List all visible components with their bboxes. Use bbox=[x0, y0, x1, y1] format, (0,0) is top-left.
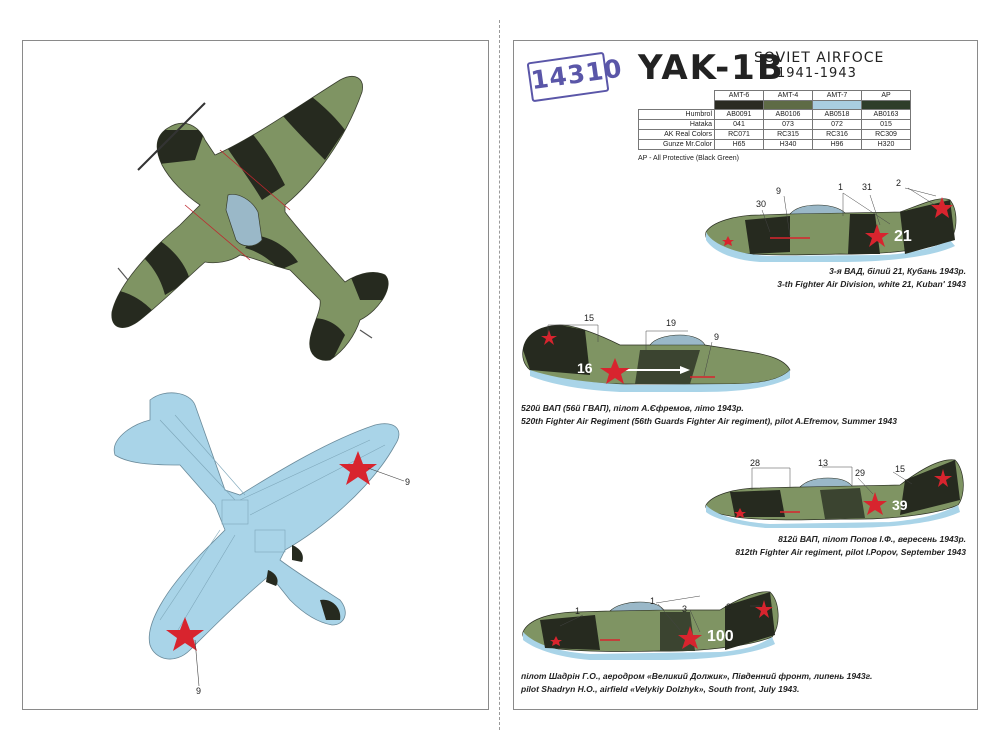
underside-star-right bbox=[339, 451, 377, 485]
profile-3-number: 39 bbox=[892, 497, 908, 513]
profile-3-callout: 13 bbox=[818, 458, 829, 468]
profile-1-aircraft bbox=[705, 197, 957, 262]
profile-1-callout: 31 bbox=[862, 182, 873, 192]
table-row: Humbrol AB0091 AB0106 AB0518 AB0163 bbox=[638, 109, 911, 120]
subtitle-line-1: SOVIET AIRFOCE bbox=[754, 50, 885, 66]
profile-4-callout: 1 bbox=[575, 606, 581, 616]
profile-1-callout: 9 bbox=[776, 186, 782, 196]
table-row: Gunze Mr.Color H65 H340 H96 H320 bbox=[638, 139, 911, 150]
profile-1-number: 21 bbox=[894, 228, 912, 245]
page-title: YAK-1B bbox=[638, 48, 785, 88]
profile-4-callout: 2 bbox=[726, 602, 732, 612]
profile-1-nose-star bbox=[722, 236, 734, 246]
profile-4-caption-en: pilot Shadryn H.O., airfield «Velykiy Do… bbox=[521, 684, 800, 694]
profile-3-callout: 28 bbox=[750, 458, 761, 468]
code-cell: H320 bbox=[861, 139, 911, 150]
profile-1-caption-ua: 3-я ВАД, білий 21, Кубань 1943р. bbox=[829, 266, 966, 276]
profile-3-callout: 15 bbox=[895, 464, 906, 474]
profile-4-star bbox=[678, 626, 702, 649]
profile-2-caption-en: 520th Fighter Air Regiment (56th Guards … bbox=[521, 416, 897, 426]
profile-3-caption-en: 812th Fighter Air regiment, pilot I.Popo… bbox=[735, 547, 966, 557]
profile-3-star bbox=[863, 492, 887, 515]
profile-1-caption-en: 3-th Fighter Air Division, white 21, Kub… bbox=[777, 279, 966, 289]
profile-2-number: 16 bbox=[577, 360, 593, 376]
planview-callout-2: 9 bbox=[196, 686, 202, 696]
profile-4-callout: 1 bbox=[650, 596, 656, 606]
paint-reference-table: AMT-6 AMT-4 AMT-7 AP Humbrol AB0091 AB01… bbox=[638, 90, 911, 150]
profile-1-tail-star bbox=[931, 197, 953, 218]
profile-3-callout: 29 bbox=[855, 468, 866, 478]
fold-line bbox=[499, 20, 500, 730]
profile-3-caption-ua: 812й ВАП, пілот Попов І.Ф., вересень 194… bbox=[778, 534, 966, 544]
profile-4-nose-star bbox=[550, 636, 562, 646]
profile-2-callout: 19 bbox=[666, 318, 677, 328]
profile-2-caption-ua: 520й ВАП (56й ГВАП), пілот А.Єфремов, лі… bbox=[521, 403, 744, 413]
profile-4-caption-ua: пілот Шадрін Г.О., аеродром «Великий Дол… bbox=[521, 671, 873, 681]
subtitle-line-2: 1941-1943 bbox=[777, 66, 857, 81]
profile-2-star bbox=[600, 358, 630, 384]
profile-3-tail-star bbox=[934, 469, 952, 487]
underside-star-left bbox=[166, 617, 204, 651]
profile-2-aircraft bbox=[522, 324, 791, 392]
profile-3-aircraft bbox=[705, 459, 964, 528]
profile-2-callout: 9 bbox=[714, 332, 720, 342]
planview-callout-1: 9 bbox=[405, 477, 411, 487]
profile-1-callout: 30 bbox=[756, 199, 767, 209]
profile-4-aircraft bbox=[522, 591, 779, 660]
star-insignia-group bbox=[166, 451, 377, 651]
profile-2-callout: 15 bbox=[584, 313, 595, 323]
bottom-view-aircraft bbox=[113, 392, 400, 660]
profile-1-callout: 1 bbox=[838, 182, 844, 192]
profile-4-tail-star bbox=[755, 600, 773, 618]
profile-4-number: 100 bbox=[707, 628, 734, 645]
profile-2-tail-star bbox=[541, 330, 557, 345]
profile-4-callout: 3 bbox=[682, 604, 688, 614]
paint-note: AP - All Protective (Black Green) bbox=[638, 155, 740, 162]
profile-3-nose-star bbox=[734, 508, 746, 518]
profile-1-callout: 2 bbox=[896, 178, 902, 188]
top-view-aircraft bbox=[111, 76, 389, 361]
profile-1-star bbox=[865, 224, 889, 247]
